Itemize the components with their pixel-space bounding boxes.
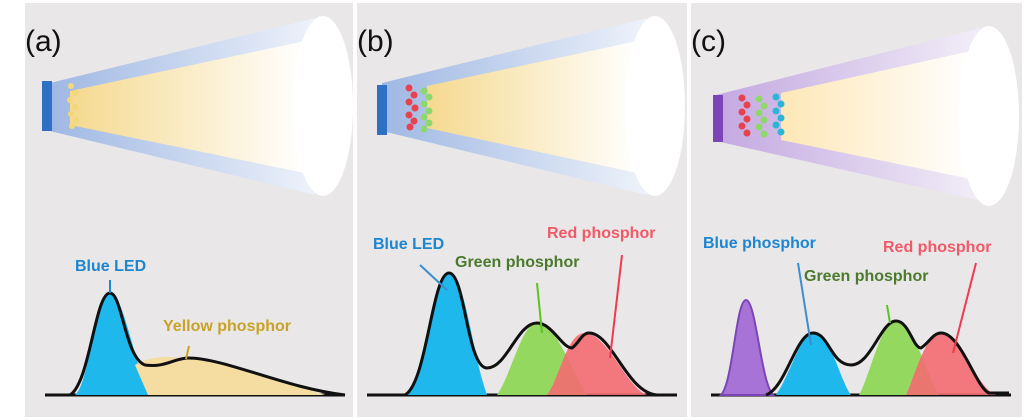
panel-a: (a) Blue LED Yellow phosphor xyxy=(25,3,353,417)
green-phosphor-label: Green phosphor xyxy=(455,254,580,271)
panel-label: (b) xyxy=(357,25,394,58)
blue-peak-fill xyxy=(776,333,851,395)
panel-c: (c) Blue phosphor Green phosp xyxy=(691,3,1022,417)
spectrum-curve xyxy=(367,271,677,397)
panel-label: (a) xyxy=(25,25,62,58)
green-pointer xyxy=(536,282,543,334)
led-chip xyxy=(713,95,723,142)
panel-b: (b) Blue LED Green phosphor Red phosphor xyxy=(357,3,687,417)
light-beam-core xyxy=(781,51,971,179)
red-phosphor-label: Red phosphor xyxy=(883,239,992,256)
red-phosphor-dots xyxy=(738,94,751,137)
led-beam-diagram xyxy=(711,26,1019,397)
yellow-phosphor-label: Yellow phosphor xyxy=(163,318,292,335)
blue-phosphor-label: Blue phosphor xyxy=(703,235,816,252)
green-phosphor-dots xyxy=(755,95,768,138)
spectrum-curve xyxy=(765,319,1009,397)
blue-led-label: Blue LED xyxy=(373,236,445,253)
red-peak-fill xyxy=(906,333,996,395)
led-chip xyxy=(377,85,387,135)
red-pointer xyxy=(952,262,977,354)
led-beam-diagram xyxy=(367,16,685,397)
light-beam-core xyxy=(70,41,305,173)
blue-phosphor-dots xyxy=(772,93,785,136)
blue-led-label: Blue LED xyxy=(75,258,147,275)
spectrum-curve xyxy=(45,291,346,397)
beam-end xyxy=(293,16,353,196)
led-chip xyxy=(42,81,52,131)
green-phosphor-dots xyxy=(420,87,433,133)
beam-end xyxy=(625,16,685,196)
green-pointer xyxy=(886,304,891,324)
red-phosphor-label: Red phosphor xyxy=(547,225,656,242)
blue-peak-fill xyxy=(407,273,487,395)
blue-peak-fill xyxy=(75,293,148,395)
led-beam-diagram xyxy=(42,16,353,397)
beam-end xyxy=(959,26,1019,206)
light-beam-core xyxy=(427,41,637,173)
panel-label: (c) xyxy=(691,25,726,58)
yellow-peak-fill xyxy=(135,356,325,395)
blue-pointer xyxy=(797,262,812,346)
red-pointer xyxy=(609,254,623,359)
blue-pointer xyxy=(419,264,448,291)
green-phosphor-label: Green phosphor xyxy=(804,268,929,285)
yellow-pointer xyxy=(185,345,190,360)
red-phosphor-dots xyxy=(405,84,419,131)
violet-led-peak xyxy=(718,298,776,396)
yellow-phosphor-dots xyxy=(67,83,79,129)
